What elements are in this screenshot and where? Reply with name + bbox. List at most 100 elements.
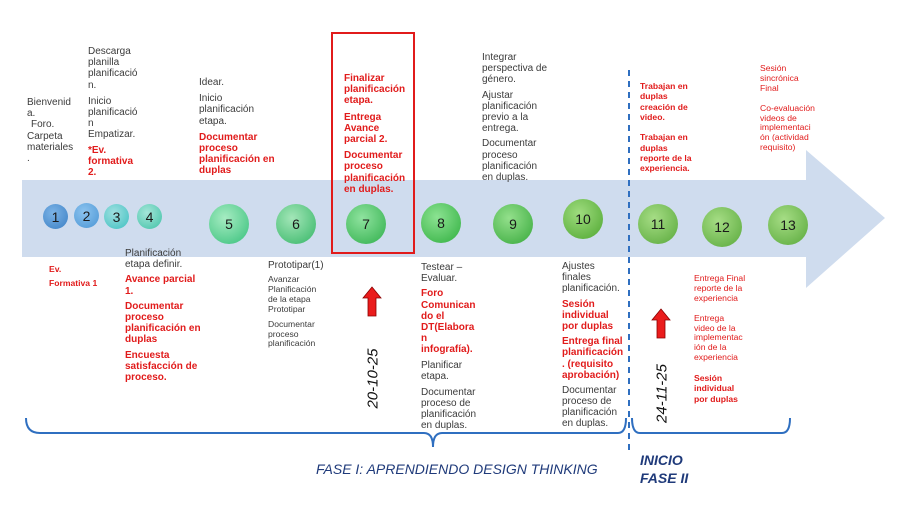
step-circle-4: 4 <box>137 204 162 229</box>
step-number: 10 <box>575 211 591 227</box>
note-line: Testear – <box>421 262 463 273</box>
step-circle-1: 1 <box>43 204 68 229</box>
note-line: n <box>421 333 428 345</box>
note-line: planificación <box>562 407 618 419</box>
note-line: entrega. <box>482 123 519 135</box>
note-line: n <box>88 118 94 130</box>
note-line: 2. <box>88 166 97 178</box>
step-number: 11 <box>650 216 666 232</box>
note-line: proceso <box>125 311 164 323</box>
note-line: planificación en <box>125 323 201 335</box>
step-circle-7: 7 <box>346 204 386 244</box>
note-line: por duplas <box>694 393 738 404</box>
note-line: planilla <box>88 57 120 69</box>
step-circle-9: 9 <box>493 204 533 244</box>
phase-2-label: INICIO FASE II <box>640 451 688 487</box>
note-line: Avanzar <box>268 274 300 285</box>
note-line: perspectiva de <box>482 63 548 75</box>
note-line: Descarga <box>88 46 131 57</box>
note-line: Entrega Final <box>694 273 746 283</box>
note-line: duplas <box>125 334 158 346</box>
step-7-highlight-box <box>331 32 415 254</box>
phase-2-label-line: FASE II <box>640 470 689 487</box>
note-line: etapa. <box>199 115 227 127</box>
note-line: Sesión <box>562 298 595 310</box>
note-line: proceso <box>199 142 238 154</box>
step-12-bottom-note: Entrega Final reporte de la experiencia … <box>694 273 746 404</box>
note-line: Bienvenid <box>27 97 71 108</box>
note-line: Avance <box>344 122 380 134</box>
note-line: proceso <box>344 161 383 173</box>
step-circle-8: 8 <box>421 203 461 243</box>
note-line: Formativa 1 <box>49 277 98 288</box>
note-line: parcial 2. <box>344 133 388 145</box>
note-line: Documentar <box>199 131 258 143</box>
step-8-bottom-note: Testear – Evaluar. Foro Comunican do el … <box>421 262 476 432</box>
step-number: 3 <box>112 208 121 225</box>
note-line: Prototipar(1) <box>268 260 324 271</box>
note-line: proceso de <box>562 396 612 408</box>
phase-1-label: FASE I: APRENDIENDO DESIGN THINKING <box>316 461 598 477</box>
date-label-1: 20-10-25 <box>364 348 382 409</box>
note-line: reporte de la <box>694 282 743 293</box>
note-line: Comunican <box>421 299 476 311</box>
step-number: 13 <box>780 217 796 233</box>
note-line: planificación <box>421 409 477 421</box>
note-line: Documentar <box>421 386 476 398</box>
note-line: Integrar <box>482 52 517 63</box>
note-line: Final <box>760 82 779 93</box>
note-line: planificación. <box>562 283 620 295</box>
note-line: etapa. <box>421 370 449 382</box>
phase-1-brace <box>25 417 627 448</box>
step-circle-6: 6 <box>276 204 316 244</box>
note-line: individual <box>562 309 609 321</box>
step-circle-12: 12 <box>702 207 742 247</box>
note-line: etapa definir. <box>125 259 183 271</box>
note-line: experiencia <box>694 292 738 303</box>
note-line: duplas <box>640 91 668 102</box>
note-line: etapa. <box>344 95 373 107</box>
note-line: Entrega <box>694 312 725 323</box>
note-line: ión de la <box>694 342 727 353</box>
note-line: . <box>27 152 30 164</box>
note-line: planificación <box>482 100 538 112</box>
note-line: género. <box>482 74 516 86</box>
note-line: finales <box>562 272 591 284</box>
note-line: video. <box>640 111 665 122</box>
phase-2-label-line: INICIO <box>640 452 683 468</box>
note-line: de la etapa <box>268 293 311 304</box>
step-1-bottom-note: Ev. Formativa 1 <box>49 263 97 291</box>
note-line: Sesión <box>760 63 787 73</box>
note-line: Planificación <box>125 248 182 259</box>
note-line: materiales <box>27 141 74 153</box>
note-line: proceso. <box>125 371 167 383</box>
step-number: 4 <box>145 208 154 225</box>
note-line: planificación <box>344 172 406 184</box>
note-line: n. <box>88 79 97 91</box>
note-line: planificación <box>344 84 406 96</box>
step-2-top-note: Descarga planilla planificació n. Inicio… <box>88 46 137 178</box>
step-number: 8 <box>437 215 445 231</box>
note-line: en duplas. <box>562 418 609 430</box>
note-line: Idear. <box>199 77 225 88</box>
note-line: planificación <box>562 347 624 359</box>
note-line: Trabajan en <box>640 132 688 143</box>
note-line: implementaci <box>760 122 811 133</box>
note-line: . (requisito <box>562 358 614 370</box>
note-line: experiencia. <box>640 163 690 174</box>
note-line: videos de <box>760 112 797 123</box>
note-line: previo a la <box>482 111 529 123</box>
note-line: formativa <box>88 155 134 167</box>
note-line: Empatizar. <box>88 129 136 141</box>
step-circle-2: 2 <box>74 203 99 228</box>
note-line: implementac <box>694 332 743 343</box>
note-line: Ev. <box>49 264 62 274</box>
note-line: Evaluar. <box>421 273 458 285</box>
note-line: Entrega final <box>562 336 623 348</box>
note-line: Prototipar <box>268 303 306 314</box>
note-line: Inicio <box>88 95 112 107</box>
note-line: Sesión <box>694 373 723 383</box>
note-line: en duplas. <box>421 420 468 432</box>
step-circle-10: 10 <box>563 199 603 239</box>
note-line: duplas <box>640 142 668 153</box>
